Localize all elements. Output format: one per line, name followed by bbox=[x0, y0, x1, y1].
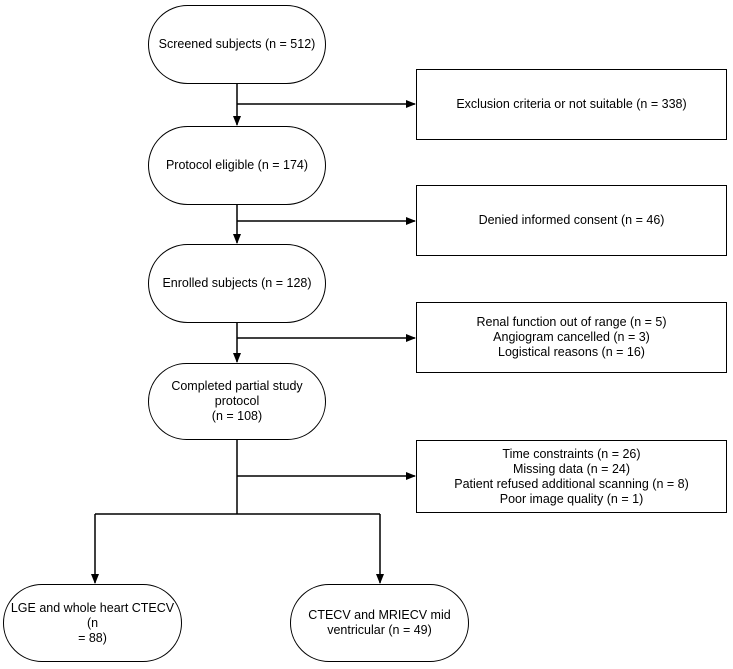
patient-refused-label: Patient refused additional scanning (n =… bbox=[454, 476, 689, 491]
renal-exclusions-box: Renal function out of range (n = 5) Angi… bbox=[416, 302, 727, 373]
angiogram-cancelled-label: Angiogram cancelled (n = 3) bbox=[493, 330, 650, 344]
exclusion-criteria-label: Exclusion criteria or not suitable (n = … bbox=[456, 97, 687, 111]
time-constraints-label: Time constraints (n = 26) bbox=[502, 446, 641, 461]
screened-subjects-node: Screened subjects (n = 512) bbox=[148, 5, 326, 84]
lge-ctecv-node: LGE and whole heart CTECV (n = 88) bbox=[3, 584, 182, 662]
exclusion-criteria-box: Exclusion criteria or not suitable (n = … bbox=[416, 69, 727, 140]
ctecv-mriecv-label-1: CTECV and MRIECV mid bbox=[308, 608, 451, 622]
time-constraints-box: Time constraints (n = 26) Missing data (… bbox=[416, 440, 727, 513]
partial-protocol-label-2: (n = 108) bbox=[211, 409, 263, 423]
screened-subjects-label: Screened subjects (n = 512) bbox=[158, 37, 316, 51]
lge-ctecv-label-1: LGE and whole heart CTECV (n bbox=[10, 600, 175, 630]
partial-protocol-node: Completed partial study protocol (n = 10… bbox=[148, 363, 326, 440]
enrolled-subjects-label: Enrolled subjects (n = 128) bbox=[162, 276, 312, 290]
lge-ctecv-label-2: = 88) bbox=[78, 630, 107, 645]
enrolled-subjects-node: Enrolled subjects (n = 128) bbox=[148, 244, 326, 323]
missing-data-label: Missing data (n = 24) bbox=[512, 461, 631, 476]
poor-image-quality-label: Poor image quality (n = 1) bbox=[499, 491, 644, 506]
partial-protocol-label-1: Completed partial study protocol bbox=[171, 379, 303, 408]
ctecv-mriecv-node: CTECV and MRIECV mid ventricular (n = 49… bbox=[290, 584, 469, 662]
ctecv-mriecv-label-2: ventricular (n = 49) bbox=[327, 623, 432, 637]
logistical-reasons-label: Logistical reasons (n = 16) bbox=[498, 345, 645, 359]
protocol-eligible-label: Protocol eligible (n = 174) bbox=[165, 158, 309, 172]
denied-consent-label: Denied informed consent (n = 46) bbox=[478, 213, 665, 227]
denied-consent-box: Denied informed consent (n = 46) bbox=[416, 185, 727, 256]
protocol-eligible-node: Protocol eligible (n = 174) bbox=[148, 126, 326, 205]
renal-function-label: Renal function out of range (n = 5) bbox=[476, 315, 667, 329]
